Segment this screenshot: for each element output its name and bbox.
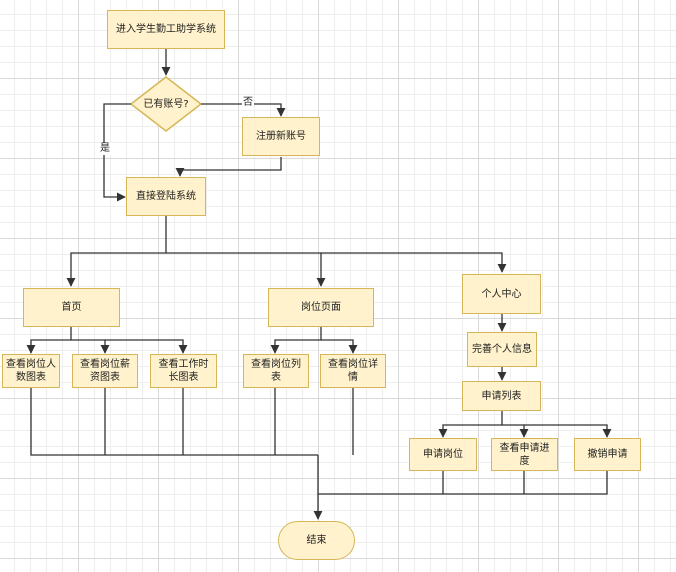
node-apply-progress: 查看申请进度 (491, 438, 558, 471)
edge-jobs-children (270, 327, 322, 354)
node-chart-hours: 查看工作时长图表 (150, 354, 217, 388)
node-has-account-decision: 已有账号? (143, 98, 189, 110)
edge-leaves-end (30, 388, 318, 456)
node-apply-list: 申请列表 (462, 381, 541, 411)
edge-decision-register (201, 103, 286, 117)
node-register: 注册新账号 (242, 117, 320, 156)
node-home: 首页 (23, 288, 120, 327)
node-chart-salary: 查看岗位薪资图表 (72, 354, 138, 388)
node-end: 结束 (278, 521, 355, 560)
node-login: 直接登陆系统 (126, 177, 206, 216)
node-enter-system: 进入学生勤工助学系统 (107, 10, 225, 49)
node-profile: 完善个人信息 (467, 332, 537, 367)
edge-home-charts (26, 327, 72, 354)
node-job-detail: 查看岗位详情 (320, 354, 386, 388)
node-jobs-page: 岗位页面 (268, 288, 374, 327)
edge-login-branches (66, 216, 167, 287)
edge-register-login (175, 157, 282, 177)
edge-applylist-children (438, 411, 503, 438)
node-personal-center: 个人中心 (462, 274, 541, 314)
edge-label-no: 否 (242, 97, 254, 109)
edge-label-yes: 是 (99, 143, 111, 155)
node-cancel-apply: 撤销申请 (574, 438, 641, 471)
node-chart-people: 查看岗位人数图表 (2, 354, 60, 388)
decision-diamond (129, 76, 203, 132)
node-apply-job: 申请岗位 (409, 438, 477, 471)
node-job-list: 查看岗位列表 (243, 354, 309, 388)
